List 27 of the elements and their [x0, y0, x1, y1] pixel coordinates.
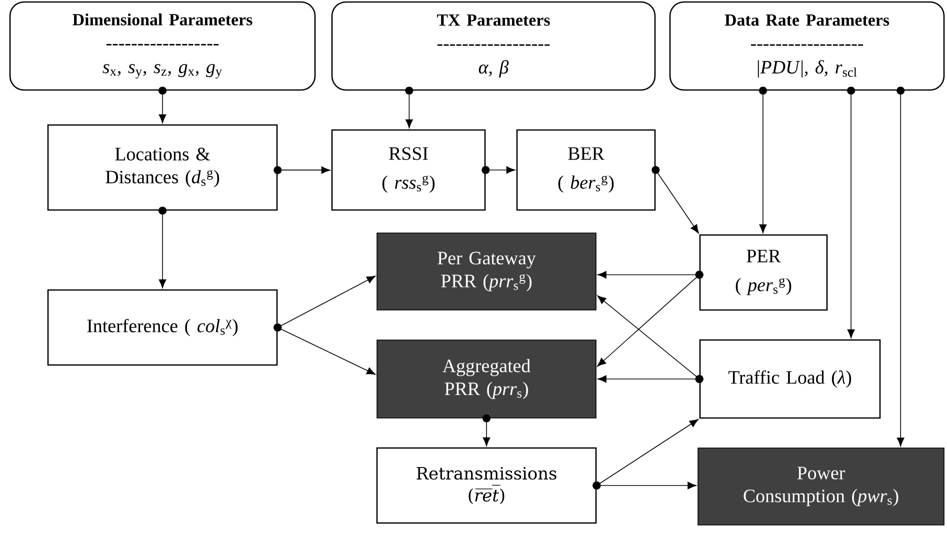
arrow [274, 324, 376, 375]
process-box: RSSI ( rss$_{s}$$^{g}$) [331, 129, 486, 211]
process-box: PER ( per$_{s}$$^{g}$) [699, 234, 828, 311]
arrow [274, 166, 330, 174]
arrow [482, 166, 516, 174]
arrow [405, 86, 414, 128]
process-box: Interference ( col$_{s}$$^{χ}$) [47, 289, 278, 366]
arrow [847, 86, 856, 338]
arrow [597, 270, 704, 367]
process-box: Traffic Load (λ) [699, 339, 881, 419]
arrow [896, 86, 905, 446]
arrow [758, 86, 767, 234]
output-box: Power Consumption (pwr$_{s}$) [698, 448, 944, 526]
arrow [652, 166, 699, 234]
process-box: Retransmissions (r̅e̅t̅) [376, 447, 597, 524]
process-box: BER ( ber$_{s}$$^{g}$) [516, 129, 656, 211]
param-box: Data Rate Parameters ------------------ |PDU|, δ, r$_{scl}$ [669, 1, 945, 91]
param-box: TX Parameters ------------------ α, β [331, 1, 656, 91]
arrow [592, 482, 696, 490]
process-box: Locations & Distances (d$_{s}$$^{g}$) [47, 124, 278, 211]
arrow [158, 86, 166, 124]
output-box: Per Gateway PRR (prr$_{s}$$^{g}$) [376, 232, 596, 310]
output-box: Aggregated PRR (prr$_{s}$) [376, 340, 596, 418]
arrow [158, 206, 166, 288]
param-box: Dimensional Parameters ------------------ s$_{x}$, s$_{y}$, s$_{z}$, g$_{x}$, g$_{y}$ [9, 1, 316, 91]
arrow [482, 414, 490, 446]
arrow [597, 295, 704, 383]
